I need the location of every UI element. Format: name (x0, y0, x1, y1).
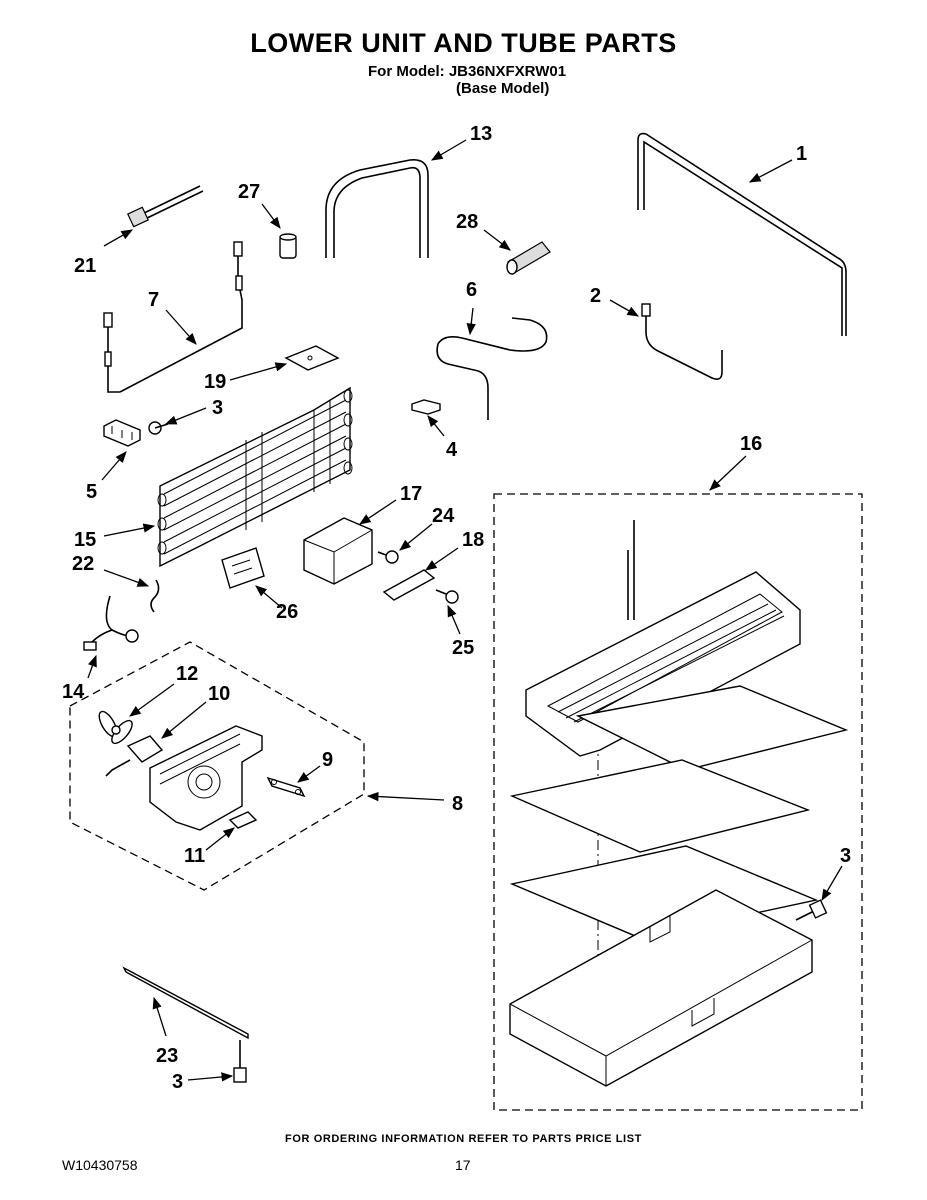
callout-17: 17 (400, 483, 422, 505)
part-22-hook (150, 579, 160, 613)
callout-8: 8 (452, 793, 463, 815)
page-number: 17 (455, 1157, 471, 1173)
part-10-fan-motor (105, 735, 164, 777)
callout-27: 27 (238, 181, 260, 203)
callout-18: 18 (462, 529, 484, 551)
fan-housing (149, 725, 263, 831)
part-5-bracket (103, 419, 141, 447)
part-16-drain-pan-assembly-outline (493, 493, 863, 1111)
callout-24: 24 (432, 505, 455, 527)
callout-25: 25 (452, 637, 474, 659)
callout-3a: 3 (212, 397, 223, 419)
page-title: LOWER UNIT AND TUBE PARTS (250, 28, 677, 58)
part-14-wire (83, 595, 139, 651)
part-8-fan-assembly-outline (69, 641, 365, 891)
callout-10: 10 (208, 683, 230, 705)
callout-16: 16 (740, 433, 762, 455)
part-6-tube (436, 317, 548, 420)
part-11-clip (228, 811, 258, 829)
part-3-screw-b (795, 899, 828, 921)
part-9-bracket (266, 776, 306, 798)
part-3-screw-c (233, 1040, 247, 1083)
base-model-line: (Base Model) (456, 80, 550, 97)
callout-28: 28 (456, 211, 478, 233)
callout-15: 15 (74, 529, 96, 551)
callout-3b: 3 (840, 845, 851, 867)
part-4-clip (411, 399, 441, 415)
callout-4: 4 (446, 439, 458, 461)
callout-22: 22 (72, 553, 94, 575)
callout-2: 2 (590, 285, 601, 307)
callout-11: 11 (184, 845, 205, 867)
part-1-tube (637, 132, 847, 336)
callout-6: 6 (466, 279, 477, 301)
part-24-screw (377, 550, 399, 564)
part-19-pad (284, 345, 340, 371)
part-15-evaporator (157, 386, 353, 568)
insulation-sheet-2 (509, 759, 811, 853)
ordering-note: FOR ORDERING INFORMATION REFER TO PARTS … (285, 1133, 642, 1145)
callout-26: 26 (276, 601, 298, 623)
insulation-sheet-1 (575, 685, 849, 771)
leader-arrows (87, 139, 843, 1082)
part-13-tube (325, 158, 429, 258)
callout-9: 9 (322, 749, 333, 771)
callout-13: 13 (470, 123, 492, 145)
callout-12: 12 (176, 663, 198, 685)
part-12-fan-blade (98, 710, 133, 745)
callout-14: 14 (62, 681, 85, 703)
model-line: For Model: JB36NXFXRW01 (368, 63, 567, 80)
part-18-plate (382, 569, 436, 601)
part-2-tube (641, 303, 723, 380)
part-3-screw-a (148, 421, 169, 435)
part-23-strip (122, 966, 249, 1040)
callout-23: 23 (156, 1045, 178, 1067)
callout-1: 1 (796, 143, 807, 165)
callout-7: 7 (148, 289, 159, 311)
document-number: W10430758 (62, 1157, 138, 1173)
callout-3c: 3 (172, 1071, 183, 1093)
part-21-thermistor (126, 185, 204, 228)
callout-21: 21 (74, 255, 96, 277)
part-26-panel (221, 547, 265, 589)
callout-19: 19 (204, 371, 226, 393)
part-7-wire-harness (103, 241, 243, 393)
drain-pan-cover (509, 889, 813, 1087)
callout-5: 5 (86, 481, 97, 503)
part-17-box (303, 517, 373, 585)
part-28-sleeve (506, 241, 551, 275)
part-27-plug (279, 233, 297, 259)
part-25-screw (435, 589, 459, 604)
